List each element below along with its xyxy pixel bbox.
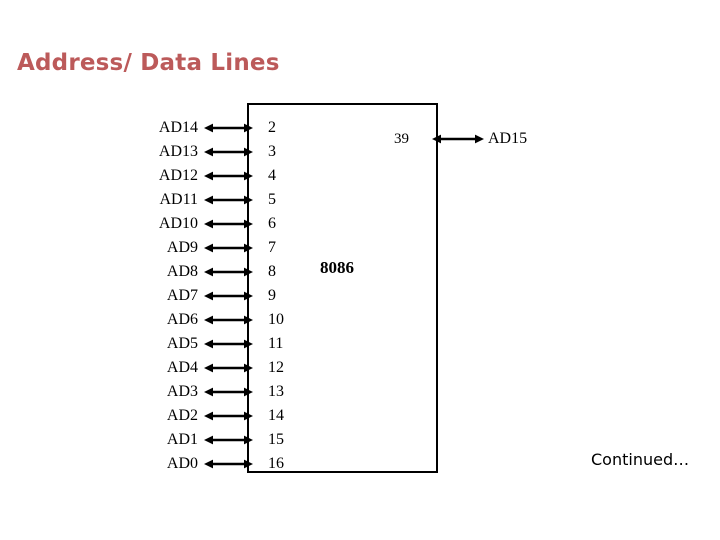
pin-row: AD14 2 bbox=[120, 118, 340, 138]
pin-number: 10 bbox=[268, 311, 284, 328]
bidirectional-arrow-icon bbox=[204, 433, 253, 447]
pin-number: 15 bbox=[268, 431, 284, 448]
pin-label: AD0 bbox=[166, 455, 198, 472]
pin-label: AD7 bbox=[166, 287, 198, 304]
pin-label: AD3 bbox=[166, 383, 198, 400]
pin-label: AD8 bbox=[166, 263, 198, 280]
pin-number: 2 bbox=[268, 119, 276, 136]
pin-number: 9 bbox=[268, 287, 276, 304]
pin-label: AD10 bbox=[158, 215, 198, 232]
pin-row: AD8 8 bbox=[120, 262, 340, 282]
bidirectional-arrow-icon bbox=[204, 313, 253, 327]
pin-number: 4 bbox=[268, 167, 276, 184]
bidirectional-arrow-icon bbox=[432, 132, 484, 146]
pin-label: AD6 bbox=[166, 311, 198, 328]
pin-row: AD3 13 bbox=[120, 382, 340, 402]
page-title: Address/ Data Lines bbox=[17, 50, 280, 76]
bidirectional-arrow-icon bbox=[204, 457, 253, 471]
pin-label: AD14 bbox=[158, 119, 198, 136]
bidirectional-arrow-icon bbox=[204, 289, 253, 303]
pin-row: AD5 11 bbox=[120, 334, 340, 354]
pin-number: 8 bbox=[268, 263, 276, 280]
bidirectional-arrow-icon bbox=[204, 121, 253, 135]
continued-note: Continued… bbox=[591, 450, 690, 469]
pin-row: AD7 9 bbox=[120, 286, 340, 306]
pin-row: AD0 16 bbox=[120, 454, 340, 474]
bidirectional-arrow-icon bbox=[204, 361, 253, 375]
pin-label: AD2 bbox=[166, 407, 198, 424]
pin-number: 13 bbox=[268, 383, 284, 400]
pin-row: AD10 6 bbox=[120, 214, 340, 234]
chip-outline bbox=[247, 103, 438, 473]
bidirectional-arrow-icon bbox=[204, 337, 253, 351]
bidirectional-arrow-icon bbox=[204, 169, 253, 183]
bidirectional-arrow-icon bbox=[204, 385, 253, 399]
pin-row: AD9 7 bbox=[120, 238, 340, 258]
pin-number: 6 bbox=[268, 215, 276, 232]
pin-number: 11 bbox=[268, 335, 284, 352]
pin-number: 14 bbox=[268, 407, 284, 424]
pin-label: AD13 bbox=[158, 143, 198, 160]
bidirectional-arrow-icon bbox=[204, 241, 253, 255]
pin-row: AD4 12 bbox=[120, 358, 340, 378]
pin-label: AD9 bbox=[166, 239, 198, 256]
bidirectional-arrow-icon bbox=[204, 217, 253, 231]
pin-label: AD4 bbox=[166, 359, 198, 376]
right-pin-number: 39 bbox=[394, 131, 409, 147]
bidirectional-arrow-icon bbox=[204, 409, 253, 423]
pin-number: 12 bbox=[268, 359, 284, 376]
bidirectional-arrow-icon bbox=[204, 145, 253, 159]
chip-name-label: 8086 bbox=[320, 258, 354, 277]
pin-number: 3 bbox=[268, 143, 276, 160]
pin-row: AD6 10 bbox=[120, 310, 340, 330]
bidirectional-arrow-icon bbox=[204, 265, 253, 279]
pin-row: AD1 15 bbox=[120, 430, 340, 450]
pin-row: AD13 3 bbox=[120, 142, 340, 162]
bidirectional-arrow-icon bbox=[204, 193, 253, 207]
pin-row: AD2 14 bbox=[120, 406, 340, 426]
right-pin-label: AD15 bbox=[488, 130, 528, 147]
pin-row: AD11 5 bbox=[120, 190, 340, 210]
pin-label: AD11 bbox=[159, 191, 198, 208]
pin-number: 7 bbox=[268, 239, 276, 256]
pin-row: AD12 4 bbox=[120, 166, 340, 186]
pin-label: AD12 bbox=[158, 167, 198, 184]
pin-number: 16 bbox=[268, 455, 284, 472]
pin-number: 5 bbox=[268, 191, 276, 208]
pin-label: AD5 bbox=[166, 335, 198, 352]
pin-label: AD1 bbox=[166, 431, 198, 448]
